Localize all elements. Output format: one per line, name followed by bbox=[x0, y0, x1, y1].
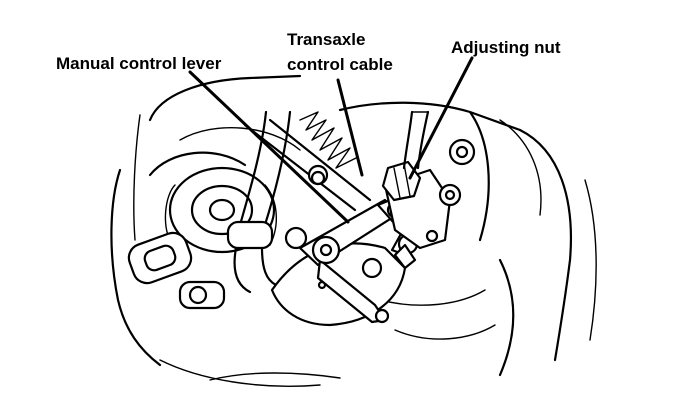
cable-spring bbox=[299, 111, 357, 169]
hose bbox=[226, 110, 292, 294]
callout-transaxle-line2: control cable bbox=[287, 55, 393, 74]
leader-transaxle-control-cable bbox=[336, 78, 364, 177]
transaxle-housing bbox=[110, 74, 597, 387]
small-bolt bbox=[310, 170, 326, 186]
leader-manual-control-lever bbox=[188, 70, 350, 224]
leader-adjusting-nut bbox=[408, 56, 474, 180]
callout-transaxle-line1: Transaxle bbox=[287, 30, 365, 49]
left-bracket bbox=[127, 231, 226, 310]
callout-adjusting-nut: Adjusting nut bbox=[451, 38, 561, 57]
transaxle-control-cable bbox=[402, 110, 430, 170]
adjusting-nut bbox=[381, 160, 422, 202]
leader-lines bbox=[188, 56, 474, 224]
mounting-bolt bbox=[448, 138, 476, 166]
callout-manual-control-lever: Manual control lever bbox=[56, 54, 222, 73]
differential-housing bbox=[164, 166, 278, 254]
